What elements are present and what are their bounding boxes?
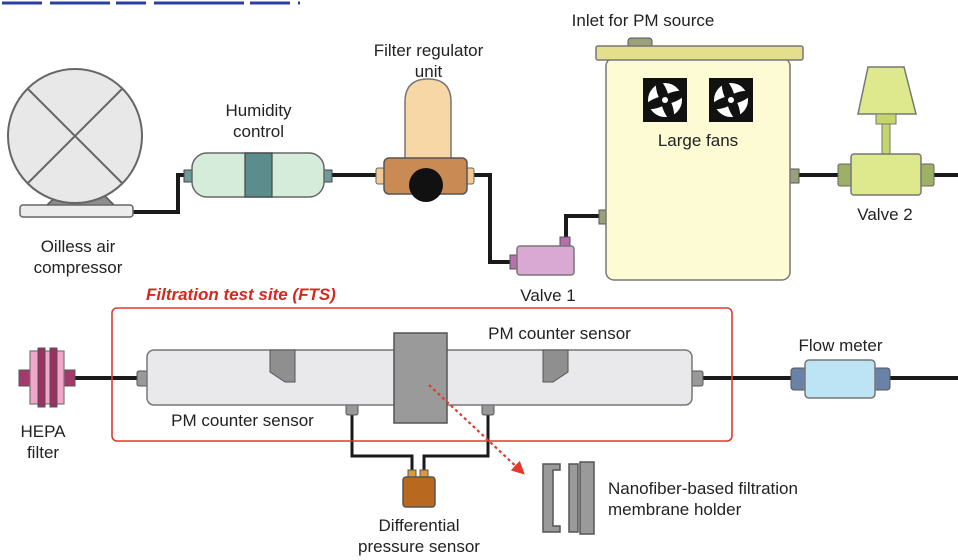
membrane-holder xyxy=(542,461,595,535)
pressure-lines xyxy=(350,414,490,472)
air-compressor xyxy=(7,68,143,218)
fan-icon xyxy=(709,78,753,122)
differential-pressure-sensor xyxy=(402,469,436,508)
valve-1 xyxy=(509,236,575,276)
fts-title: Filtration test site (FTS) xyxy=(146,285,336,304)
pm-chamber xyxy=(595,37,804,281)
fts-boundary xyxy=(111,307,733,442)
test-tube xyxy=(136,332,704,424)
diff-pressure-label: Differential pressure sensor xyxy=(358,516,480,556)
valve2-label: Valve 2 xyxy=(857,205,913,224)
pm-sensor-top-label: PM counter sensor xyxy=(488,324,631,343)
filter-regulator xyxy=(375,78,475,202)
humidity-control xyxy=(183,152,333,198)
valve1-label: Valve 1 xyxy=(520,286,576,305)
upper-pipes xyxy=(133,173,958,264)
valve-2 xyxy=(837,66,935,196)
flow-meter xyxy=(790,359,891,399)
compressor-label: Oilless air compressor xyxy=(33,237,123,277)
humidity-label: Humidity control xyxy=(225,101,292,141)
filter-regulator-label: Filter regulator unit xyxy=(373,41,484,81)
flow-meter-label: Flow meter xyxy=(798,336,883,355)
pm-sensor-bottom-label: PM counter sensor xyxy=(171,411,314,430)
fan-icon xyxy=(643,78,687,122)
hepa-filter xyxy=(18,347,76,408)
inlet-label: Inlet for PM source xyxy=(571,11,715,30)
fans-label: Large fans xyxy=(657,131,739,150)
hepa-label: HEPA filter xyxy=(20,422,66,462)
nanofiber-label: Nanofiber-based filtration membrane hold… xyxy=(608,479,798,519)
pointer-arrow xyxy=(428,384,525,475)
